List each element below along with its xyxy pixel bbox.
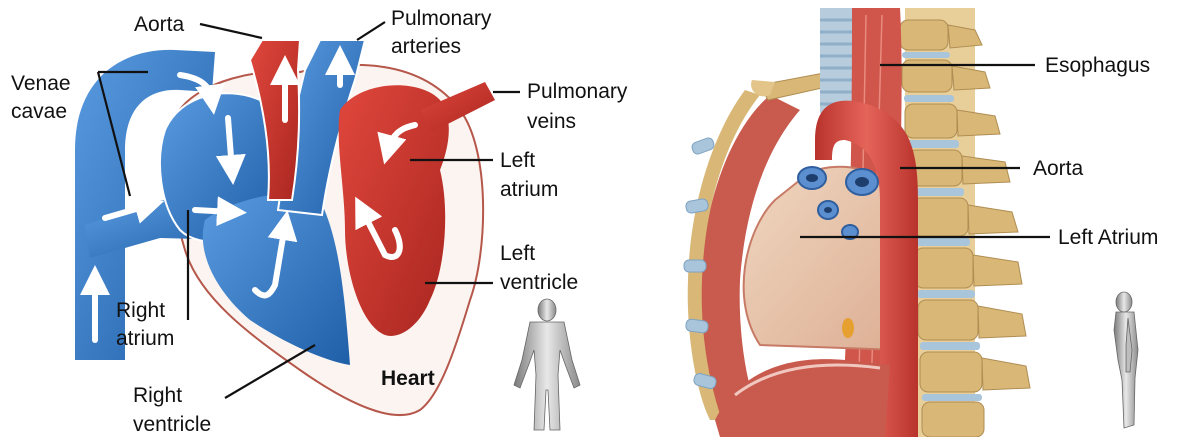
label-right-atrium-line2: atrium (116, 326, 174, 351)
label-left-ventricle-line1: Left (500, 241, 535, 266)
label-right-atrium-line1: Right (116, 298, 165, 323)
label-aorta-left: Aorta (134, 12, 184, 37)
label-pulmonary-veins-line2: veins (527, 109, 576, 134)
label-venae-cavae-line1: Venae (11, 71, 71, 96)
label-right-ventricle-line2: ventricle (133, 412, 211, 437)
label-pulmonary-arteries-line2: arteries (391, 34, 461, 59)
label-pulmonary-arteries-line1: Pulmonary (391, 6, 491, 31)
label-esophagus: Esophagus (1045, 53, 1150, 78)
trachea (820, 8, 852, 113)
label-left-atrium-line2: atrium (500, 177, 558, 202)
label-aorta-right: Aorta (1033, 156, 1083, 181)
heart-diagram (75, 22, 580, 430)
label-venae-cavae-line2: cavae (11, 99, 67, 124)
label-left-ventricle-line2: ventricle (500, 270, 578, 295)
spine (900, 8, 1030, 437)
human-figure-front (514, 299, 580, 430)
label-heart: Heart (381, 366, 435, 391)
label-pulmonary-veins-line1: Pulmonary (527, 79, 627, 104)
label-left-atrium-line1: Left (500, 148, 535, 173)
label-right-ventricle-line1: Right (133, 383, 182, 408)
human-figure-side (1114, 292, 1138, 428)
label-left-atrium-right: Left Atrium (1058, 225, 1158, 250)
